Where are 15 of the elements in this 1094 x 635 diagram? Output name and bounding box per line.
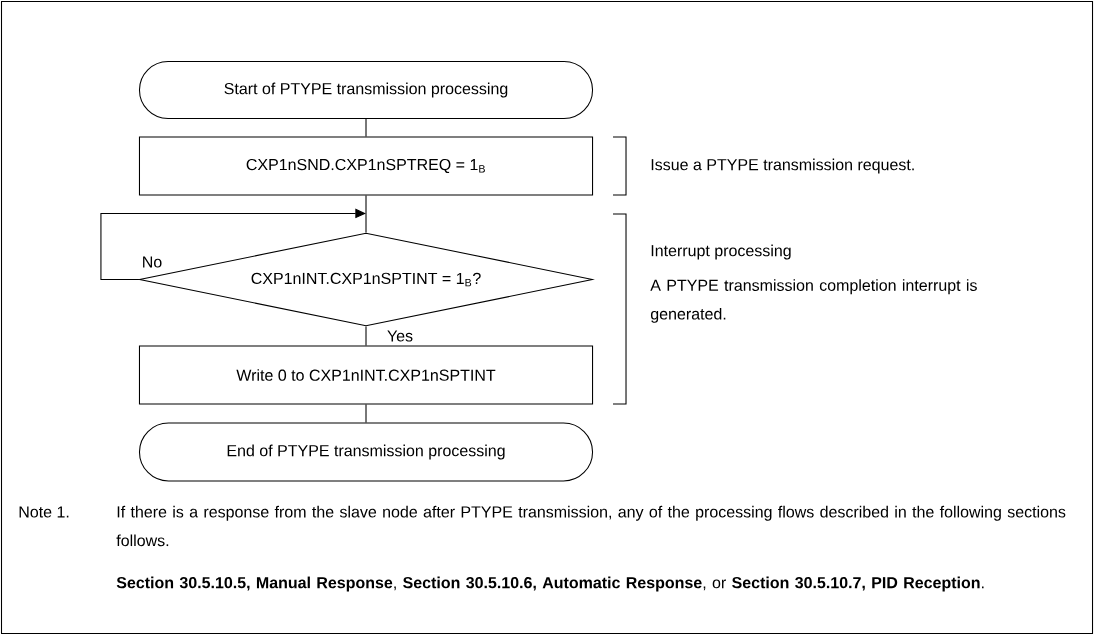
connector-line	[365, 326, 367, 346]
connector-line	[365, 118, 367, 137]
process-box: Write 0 to CXP1nINT.CXP1nSPTINT	[138, 345, 594, 405]
note-text: If there is a response from the slave node after PTYPE transmission, any of the processing flows described in the following sections follows.	[116, 505, 1066, 547]
annotation-text: A PTYPE transmission completion interrupt is generated.	[650, 279, 977, 323]
note-number: Note 1.	[19, 506, 69, 518]
edge-label: No	[140, 255, 164, 269]
loop-arrow	[100, 208, 366, 281]
note-text: Section 30.5.10.5, Manual Response, Section 30.5.10.6, Automatic Response, or Section 30.5.10.7, PID Reception.	[116, 576, 984, 592]
annotation-text: Issue a PTYPE transmission request.	[651, 158, 914, 174]
edge-label: Yes	[385, 329, 415, 343]
connector-line	[365, 404, 367, 423]
annotation-text: Interrupt processing	[651, 244, 791, 260]
process-box: CXP1nSND.CXP1nSPTREQ = 1$_{B}$	[138, 136, 594, 196]
connector-line	[365, 195, 367, 233]
